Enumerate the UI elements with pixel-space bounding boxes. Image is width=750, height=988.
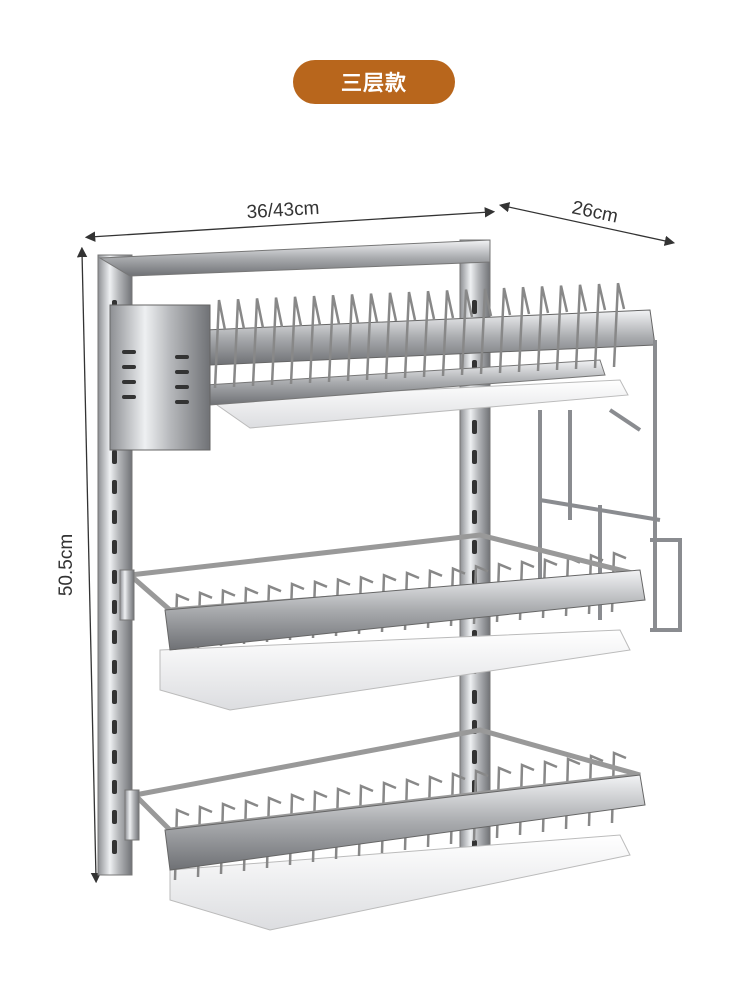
- depth-label: 26cm: [570, 197, 620, 227]
- middle-tier-bowl-rack: [119, 532, 646, 711]
- drip-tray: [169, 834, 631, 931]
- wire-rod: [517, 286, 531, 373]
- top-tier-dish-rack: [109, 282, 656, 451]
- wire-rod: [384, 292, 398, 380]
- wire-rod: [536, 286, 550, 372]
- wire-rod: [593, 283, 607, 369]
- mount-slot: [112, 690, 117, 704]
- mount-slot: [112, 450, 117, 464]
- mount-slot: [112, 570, 117, 584]
- wire-rod: [327, 294, 341, 383]
- knife-holder-vents: [122, 350, 189, 404]
- drip-tray: [208, 379, 629, 429]
- mount-slot: [112, 660, 117, 674]
- mount-slot: [112, 720, 117, 734]
- wire-rod: [612, 282, 626, 368]
- wire-rod: [346, 294, 360, 382]
- variant-badge: 三层款: [293, 60, 455, 104]
- mount-slot: [112, 840, 117, 854]
- wire-rod: [422, 290, 436, 378]
- depth-dimension: 26cm: [498, 197, 676, 246]
- mount-slot: [112, 540, 117, 554]
- wire-rod: [270, 297, 284, 386]
- mount-slot: [472, 480, 477, 494]
- wire-rod: [555, 285, 569, 371]
- mount-slot: [472, 300, 477, 314]
- wire-rod: [213, 299, 227, 389]
- wire-rod: [498, 287, 512, 374]
- mount-slot: [112, 750, 117, 764]
- mount-slot: [472, 420, 477, 434]
- bottom-tier-bowl-rack: [124, 727, 646, 931]
- wire-rod: [289, 296, 303, 385]
- top-bar: [98, 239, 491, 277]
- wire-rod: [460, 289, 474, 376]
- mount-slot: [112, 780, 117, 794]
- mount-slot: [472, 510, 477, 524]
- mount-slot: [472, 690, 477, 704]
- wire-rod: [479, 288, 493, 375]
- width-label: 36/43cm: [246, 198, 320, 223]
- width-dimension: 36/43cm: [84, 198, 496, 242]
- mount-slot: [472, 540, 477, 554]
- knife-holder: [109, 304, 211, 451]
- mount-slot: [112, 630, 117, 644]
- wire-rod: [365, 293, 379, 381]
- mount-slot: [472, 450, 477, 464]
- mount-slot: [472, 750, 477, 764]
- wire-rod: [441, 290, 455, 377]
- mount-slot: [112, 600, 117, 614]
- mount-slot: [112, 810, 117, 824]
- mount-slot: [112, 510, 117, 524]
- mount-slot: [112, 480, 117, 494]
- wire-rod: [308, 295, 322, 384]
- wire-rod: [232, 298, 246, 388]
- height-dimension: 50.5cm: [56, 246, 102, 884]
- side-utensil-holder: [538, 340, 682, 632]
- wire-rod: [403, 291, 417, 379]
- drip-tray: [159, 629, 631, 711]
- height-label: 50.5cm: [56, 534, 77, 596]
- wire-rod: [251, 298, 265, 387]
- wire-rod: [574, 284, 588, 370]
